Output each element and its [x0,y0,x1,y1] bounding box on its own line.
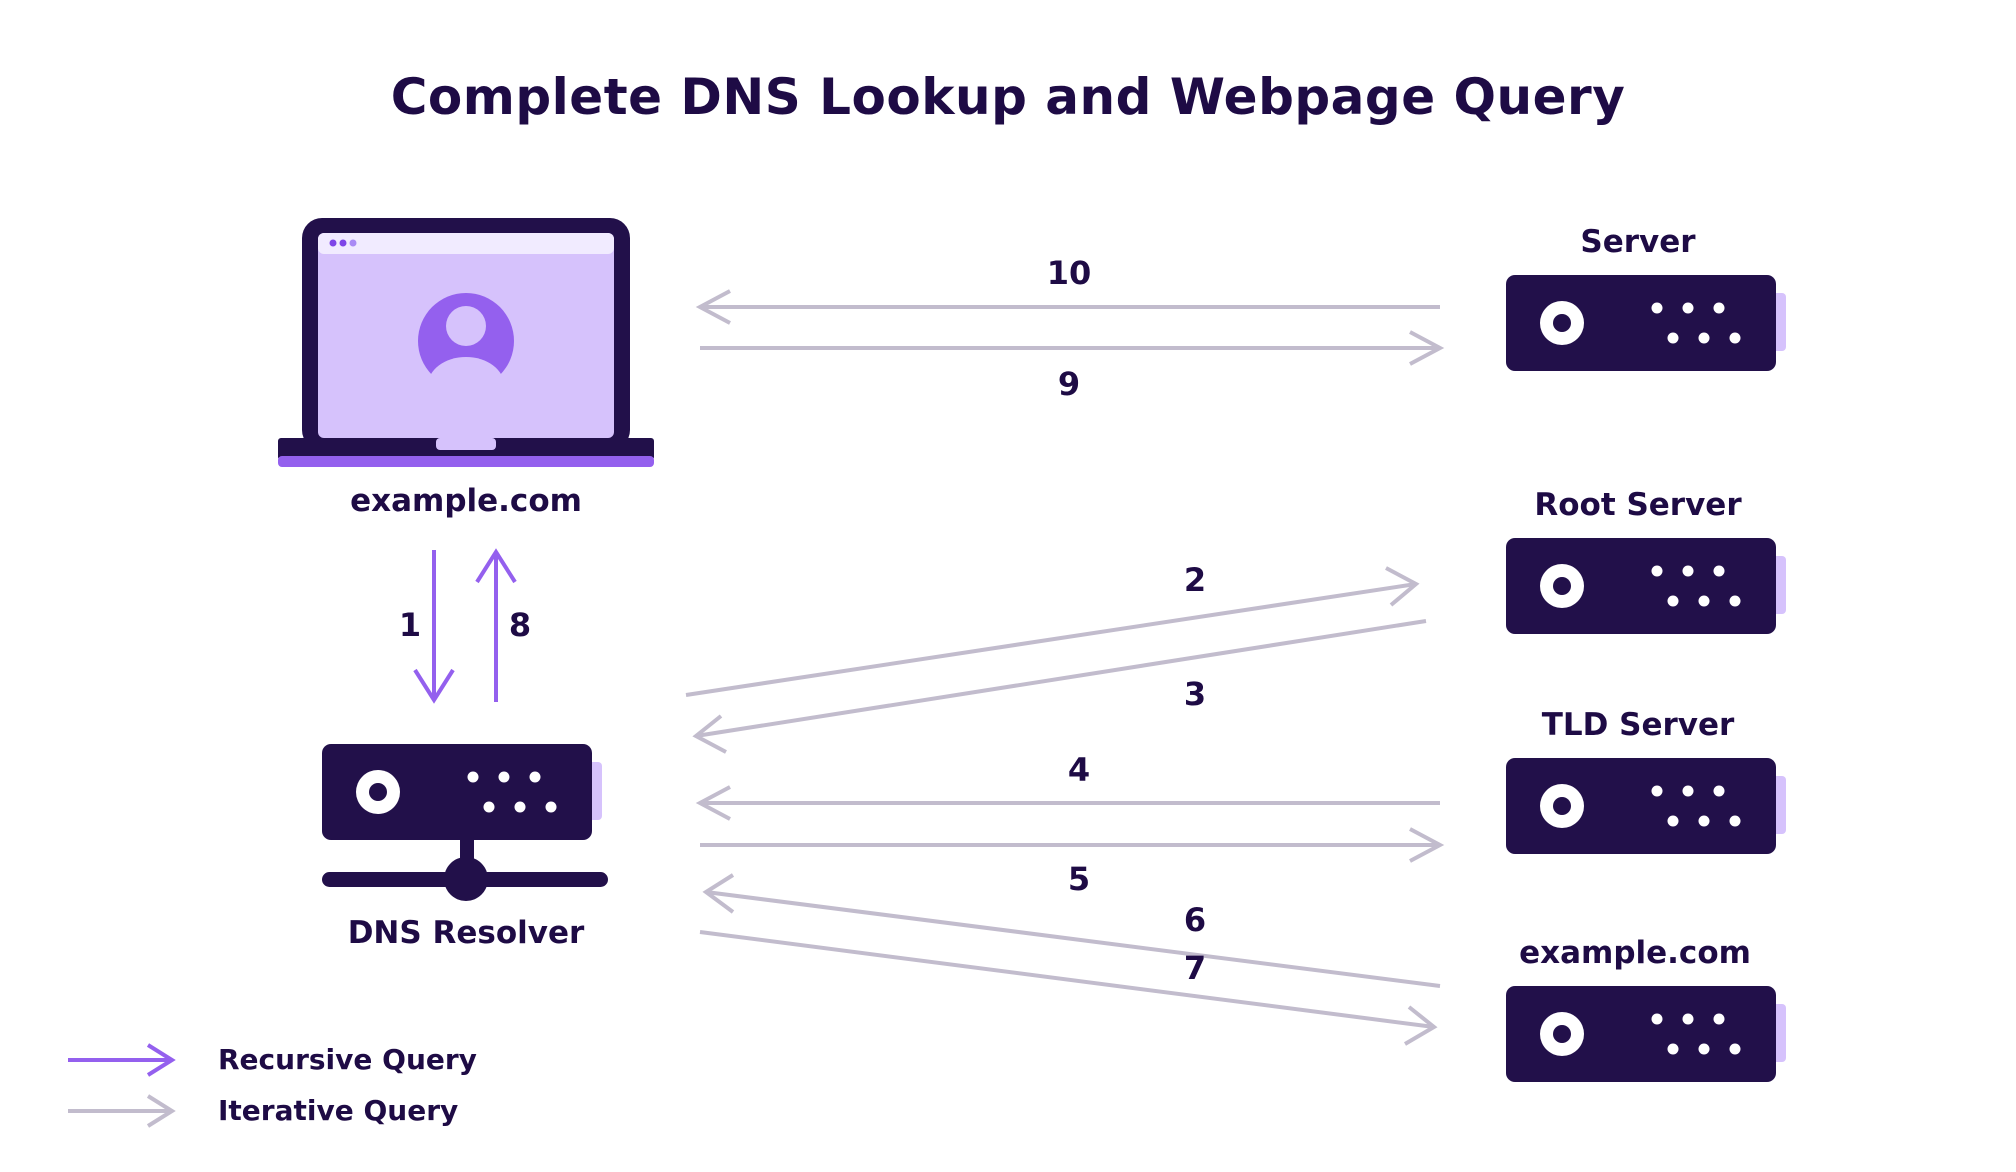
dns-resolver-server-icon [322,744,608,901]
step-number-7: 7 [1183,949,1207,987]
client-label: example.com [350,483,582,519]
arrow-step-6 [705,890,1441,988]
legend-iterative-label: Iterative Query [218,1094,459,1127]
step-number-1: 1 [398,606,422,644]
authoritative-server-label: example.com [1519,935,1751,971]
arrow-step-3 [695,619,1427,738]
step-number-2: 2 [1183,561,1207,599]
step-number-8: 8 [508,606,532,644]
step-number-6: 6 [1183,901,1207,939]
tld-server-label: TLD Server [1541,707,1735,743]
step-number-4: 4 [1067,751,1091,789]
step-number-3: 3 [1183,675,1207,713]
server-icon [1506,758,1786,854]
web-server-label: Server [1580,224,1696,260]
step-number-10: 10 [1046,254,1092,292]
arrow-step-7 [699,930,1435,1029]
arrow-step-2 [685,582,1417,697]
step-number-5: 5 [1067,860,1091,898]
server-icon [1506,275,1786,371]
root-server-label: Root Server [1534,487,1742,523]
step-number-9: 9 [1057,365,1081,403]
server-icon [1506,538,1786,634]
laptop-user-icon [278,218,654,467]
server-icon [1506,986,1786,1082]
dns-resolver-label: DNS Resolver [347,915,585,951]
legend-recursive-label: Recursive Query [218,1043,477,1076]
diagram-title: Complete DNS Lookup and Webpage Query [390,68,1626,126]
